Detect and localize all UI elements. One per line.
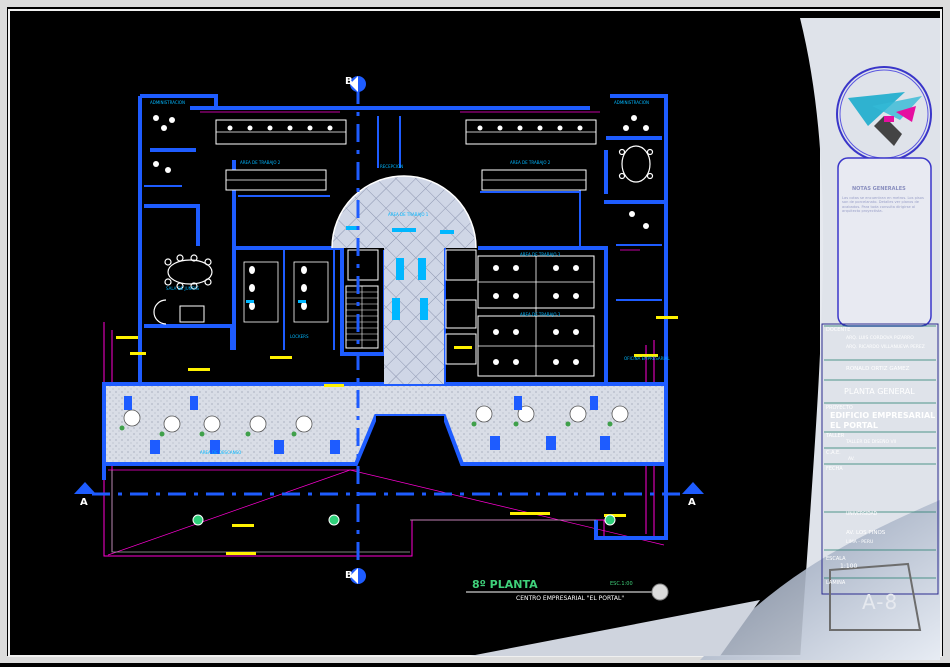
section-label-a-left: A <box>80 497 88 508</box>
title-block-rules <box>824 325 936 579</box>
lobby-dome-edge <box>331 175 477 249</box>
title-block-bottom-wedge <box>470 600 760 656</box>
escala-label: ESCALA <box>826 556 846 562</box>
workstation-dividers <box>216 131 596 376</box>
elevators <box>347 249 477 365</box>
room-label: AREA DE TRABAJO 2 <box>510 160 551 165</box>
columns <box>192 514 616 526</box>
meeting-table-right <box>618 145 654 183</box>
title-block-gradient <box>700 500 940 660</box>
lounge-tables <box>123 405 629 433</box>
atrium-void <box>376 416 444 464</box>
lamina-frame <box>829 562 922 631</box>
stair-treads <box>346 286 378 348</box>
terrace-floor <box>104 384 666 464</box>
lamina-label: LAMINA <box>826 580 846 586</box>
drawing-scale: ESC.1:00 <box>610 581 633 587</box>
docente-line-2: ARQ. RICARDO VILLANUEVA PEREZ <box>846 345 925 350</box>
room-label: OFICINA EMPRESARIAL <box>624 356 670 361</box>
univ-line-2: AV. LOS PINOS <box>846 530 886 536</box>
plano-name: PLANTA GENERAL <box>844 387 915 396</box>
terrace-planters <box>124 396 610 454</box>
toilets <box>243 261 329 323</box>
lower-slab <box>102 464 668 540</box>
cae-label: C.A.E. <box>826 450 841 456</box>
title-circle <box>651 583 669 601</box>
section-marker-a-left <box>74 482 96 494</box>
lamina-value: A-8 <box>862 590 899 614</box>
section-marker-b-top <box>350 76 366 92</box>
proyecto-line-1: EDIFICIO EMPRESARIAL <box>830 411 936 420</box>
lower-slab-thin <box>111 470 596 553</box>
room-label: AREA DE TRABAJO 3 <box>520 312 561 317</box>
meeting-table <box>153 254 213 325</box>
proyecto-line-2: EL PORTAL <box>830 421 878 430</box>
room-label: RECEPCION <box>380 164 404 169</box>
docente-label: DOCENTE <box>826 327 851 333</box>
title-block-edge <box>821 323 939 595</box>
univ-line-1: UNIVERSIDAD <box>846 512 878 517</box>
magenta-details <box>200 111 640 251</box>
notes-text: Las cotas se encuentran en metros. Los p… <box>842 196 924 213</box>
section-marker-a-right <box>682 482 704 494</box>
univ-line-3: LIMA - PERU <box>846 540 874 545</box>
drawing-subtitle: CENTRO EMPRESARIAL "EL PORTAL" <box>516 595 625 602</box>
yellow-tags <box>116 316 678 555</box>
building-walls <box>138 94 668 384</box>
section-marker-b-bottom <box>350 568 366 584</box>
room-label: AREA DE DESCANSO <box>200 450 242 455</box>
room-label: LOCKERS <box>290 334 309 339</box>
docente-line-1: ARQ. LUIS CORDOVA PIZARRO <box>846 336 914 341</box>
chairs <box>153 115 649 365</box>
room-label: AREA DE TRABAJO 3 <box>520 252 561 257</box>
lounge-chairs <box>119 421 613 437</box>
section-label-b-top: B <box>345 76 353 87</box>
room-label: AREA DE TRABAJO 2 <box>240 160 281 165</box>
notes-title: NOTAS GENERALES <box>852 186 906 192</box>
room-label: ADMINISTRACION <box>614 100 649 105</box>
room-label: AREA DE TRABAJO 1 <box>388 212 429 217</box>
escala-value: 1:100 <box>840 563 858 570</box>
alumno-name: RONALD ORTIZ GAMEZ <box>846 366 910 372</box>
section-label-a-right: A <box>688 497 696 508</box>
proyecto-label: PROYECTO <box>826 405 853 411</box>
room-label: SALA DE JUNTAS <box>166 286 200 291</box>
toilet-fixtures <box>249 266 307 310</box>
room-label: ADMINISTRACION <box>150 100 185 105</box>
taller-value: TALLER DE DISEÑO VII <box>846 440 897 445</box>
taller-label: TALLER <box>826 433 845 439</box>
fecha-label: FECHA <box>826 466 843 472</box>
drawing-title: 8º PLANTA <box>472 578 538 591</box>
cae-value: AV. <box>848 457 855 462</box>
section-label-b-bottom: B <box>345 570 353 581</box>
notes-box <box>837 157 932 327</box>
cyan-accents <box>246 226 454 320</box>
